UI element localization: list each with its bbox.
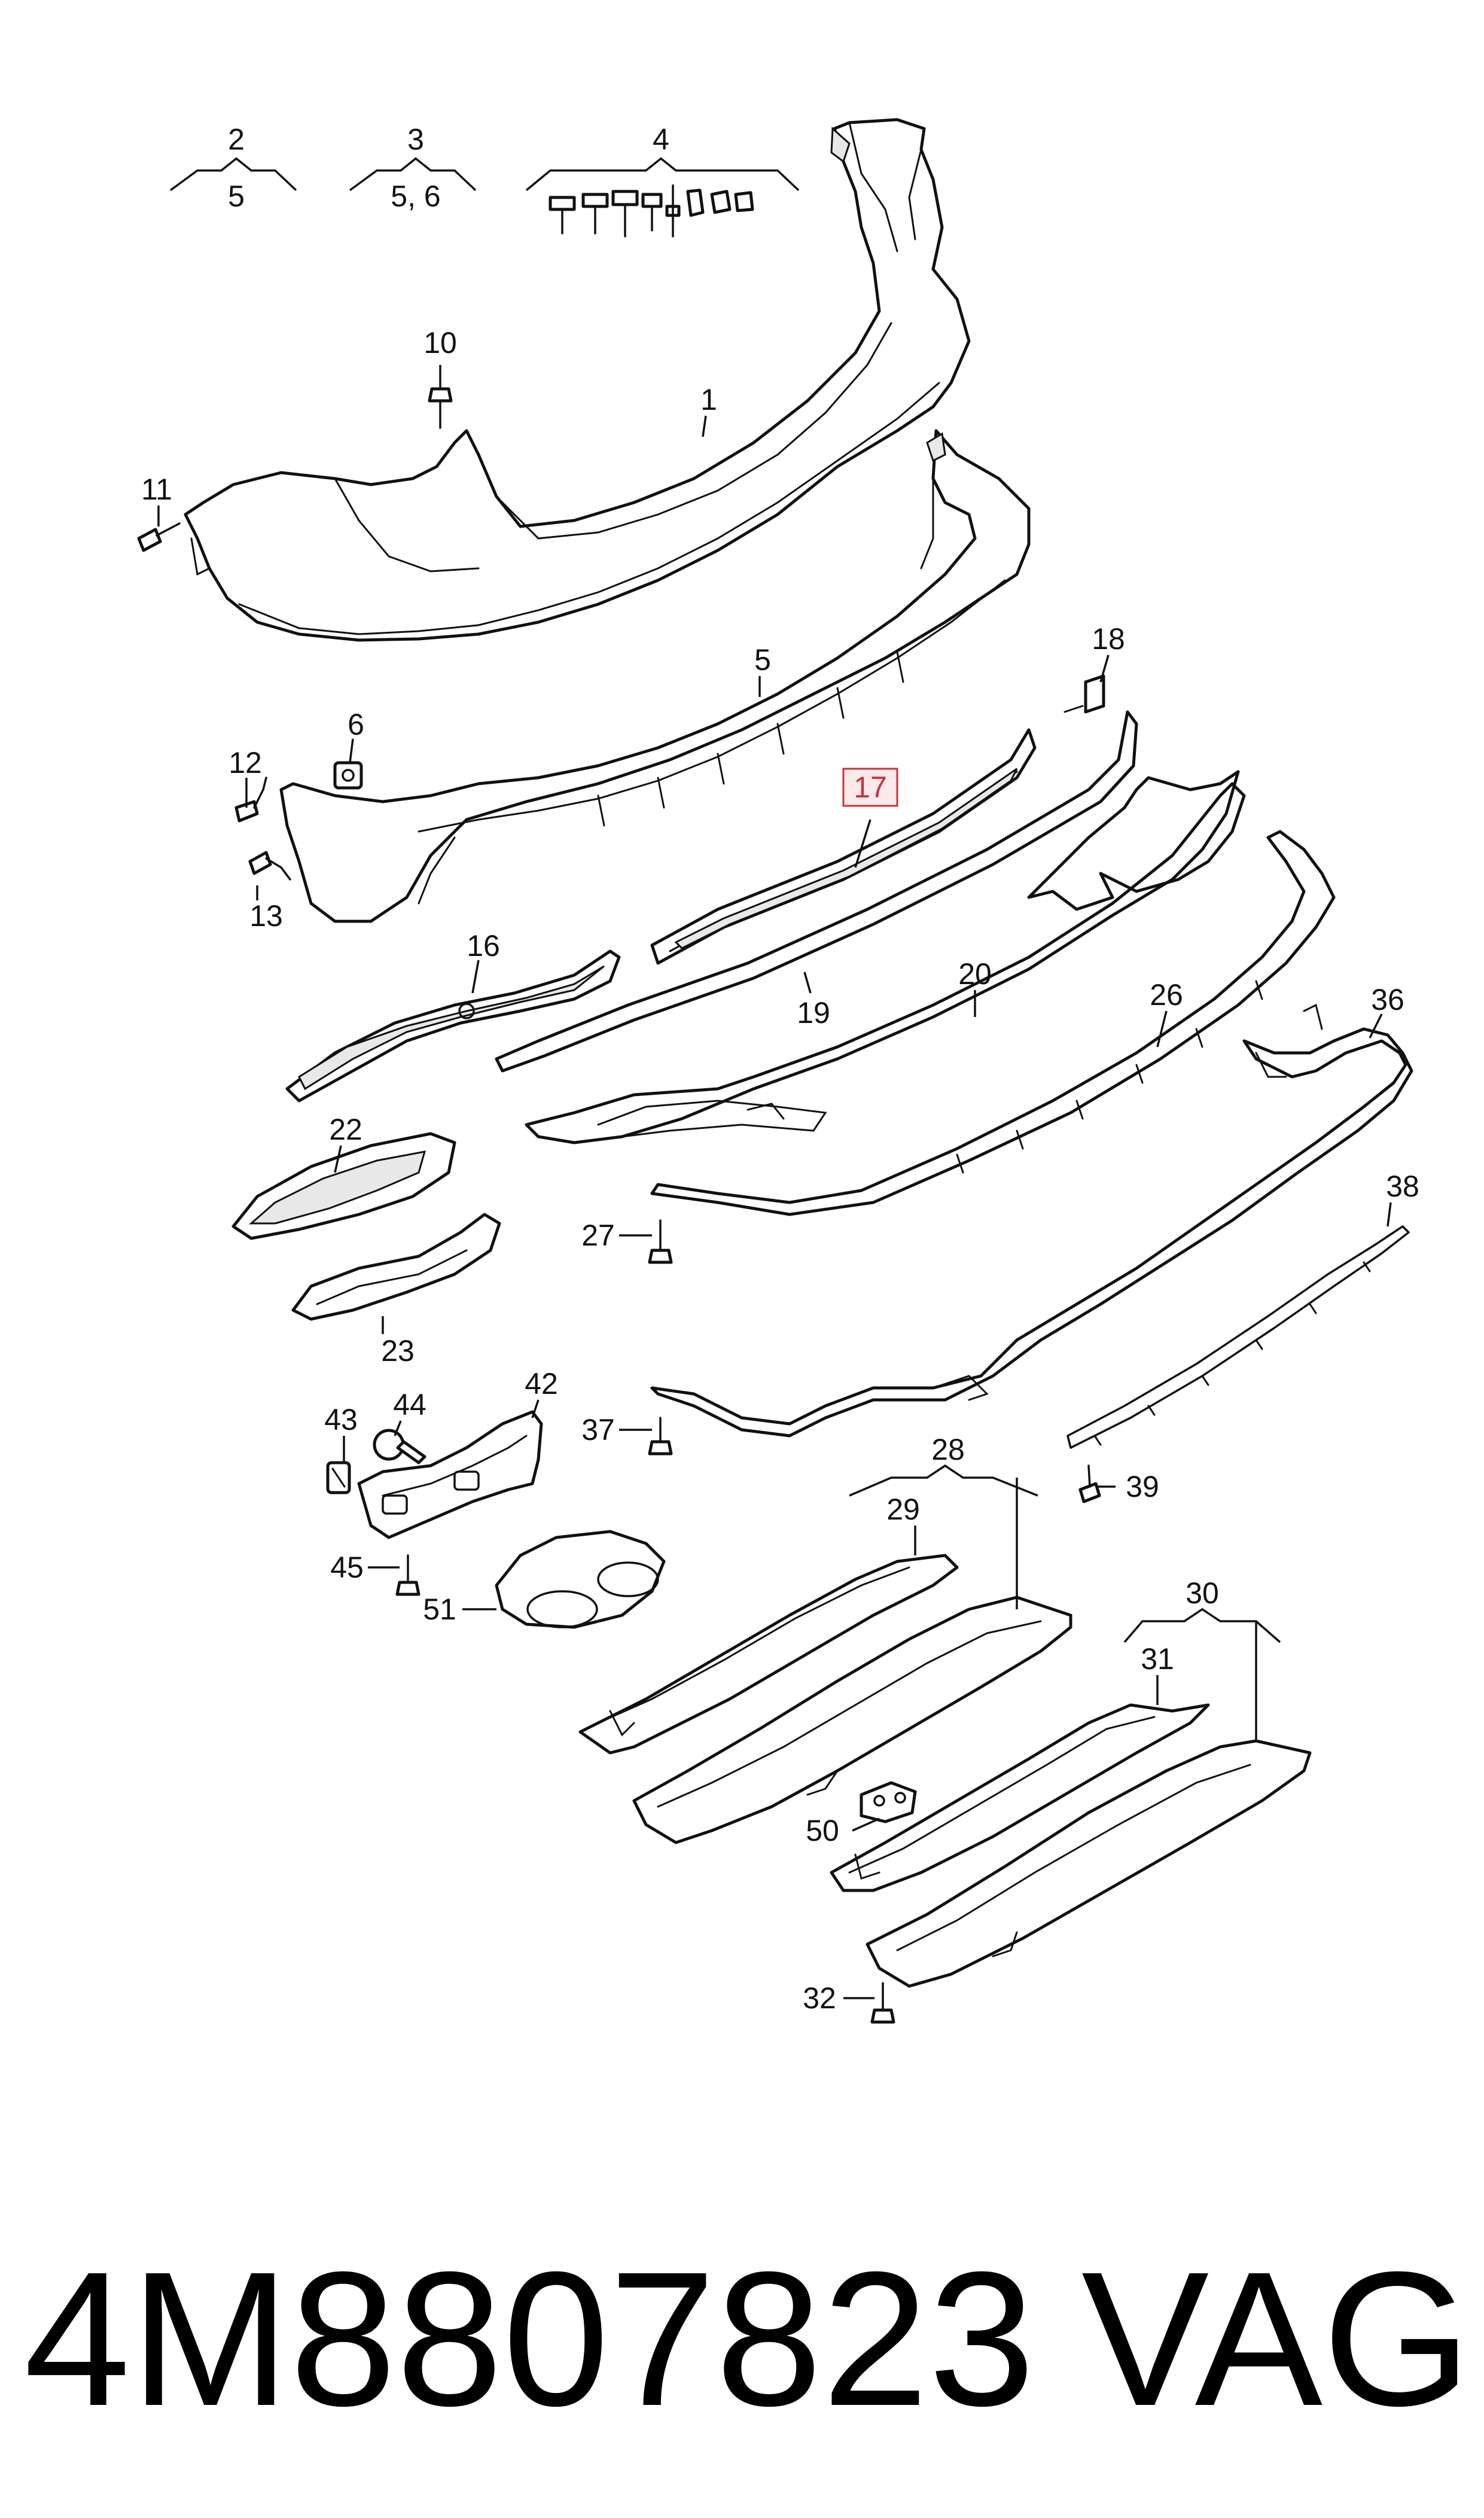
callout-17-highlight-box — [842, 768, 898, 807]
callout-29: 29 — [886, 1493, 920, 1526]
callout-16: 16 — [467, 929, 500, 963]
part-4-fastener-set — [548, 184, 754, 238]
callout-11: 11 — [141, 473, 172, 506]
fastener-set-clip-1 — [686, 188, 705, 217]
part-26-lower-trim — [650, 830, 1336, 1216]
callout-28: 28 — [931, 1433, 965, 1466]
part-20-diffuser — [525, 770, 1246, 1144]
part-19-trim-strip — [495, 710, 1138, 1073]
callout-4: 4 — [653, 123, 669, 156]
fastener-32 — [870, 1982, 895, 2024]
callout-51: 51 — [423, 1593, 456, 1626]
fastener-set-bolt-1 — [548, 196, 576, 235]
part-22-insert — [231, 1132, 456, 1240]
callout-2-sub: 5 — [228, 179, 245, 213]
callout-31: 31 — [1141, 1642, 1174, 1676]
callout-10: 10 — [423, 326, 457, 360]
callout-labels: 2 5 3 5, 6 4 10 1 11 18 5 6 12 17 13 16 … — [141, 123, 1419, 2015]
fastener-set-bolt-5 — [665, 184, 681, 238]
fastener-set-bolt-2 — [581, 193, 609, 235]
fastener-13 — [248, 851, 291, 881]
callout-1: 1 — [700, 383, 717, 416]
part-6-clip-nut — [333, 761, 363, 790]
callout-30: 30 — [1186, 1576, 1219, 1610]
part-31-underbody-panel — [830, 1703, 1210, 1892]
callout-44: 44 — [393, 1388, 426, 1421]
part-43-clip — [326, 1461, 351, 1494]
callout-20: 20 — [958, 957, 992, 991]
part-51-exhaust-tip — [495, 1530, 666, 1629]
fastener-set-bolt-4 — [641, 193, 663, 232]
callout-45: 45 — [330, 1551, 364, 1584]
callout-27: 27 — [581, 1219, 615, 1252]
brand-label: VAG — [1081, 2231, 1471, 2446]
fastener-10 — [428, 387, 453, 429]
callout-6: 6 — [348, 708, 364, 741]
part-28-underbody-panel — [632, 1596, 1072, 1844]
callout-23: 23 — [381, 1334, 415, 1368]
part-18-clip — [1064, 674, 1105, 714]
callout-36: 36 — [1371, 983, 1404, 1016]
fastener-39 — [1078, 1464, 1101, 1503]
fastener-set-clip-2 — [710, 190, 732, 214]
part-23-trim — [291, 1213, 501, 1321]
part-number: 4M8807823 — [24, 2231, 1035, 2446]
callout-43: 43 — [324, 1403, 358, 1436]
fastener-set-bolt-3 — [611, 190, 639, 238]
part-17-grille-strip — [650, 728, 1037, 965]
callout-13: 13 — [249, 899, 283, 933]
callout-38: 38 — [1386, 1170, 1419, 1203]
callout-50: 50 — [806, 1814, 839, 1847]
fastener-37 — [648, 1417, 673, 1456]
callout-18: 18 — [1092, 622, 1125, 656]
part-36-lower-valance — [650, 1003, 1413, 1438]
fastener-set-clip-3 — [734, 191, 754, 212]
part-1-bumper-cover — [184, 118, 971, 642]
callout-3-sub: 5, 6 — [391, 179, 440, 213]
fastener-27 — [648, 1219, 673, 1264]
part-29-underbody-panel — [578, 1554, 959, 1755]
callout-3: 3 — [407, 123, 424, 156]
callout-12: 12 — [228, 746, 262, 780]
callout-32: 32 — [803, 1981, 836, 2015]
part-44-screw — [373, 1429, 426, 1464]
callout-37: 37 — [581, 1413, 615, 1447]
callout-2: 2 — [228, 123, 245, 156]
fastener-11 — [137, 522, 181, 552]
callout-26: 26 — [1150, 978, 1183, 1012]
fastener-12 — [234, 777, 267, 823]
part-16-side-grille — [285, 949, 621, 1103]
callout-5: 5 — [754, 643, 771, 677]
callout-17: 17 — [854, 771, 887, 804]
fastener-45 — [395, 1554, 420, 1596]
callout-22: 22 — [329, 1113, 362, 1146]
part-5-lower-bumper-section — [279, 429, 1031, 923]
part-50-bracket — [860, 1781, 917, 1823]
part-38-lower-strip — [1066, 1225, 1410, 1449]
part-42-bracket — [357, 1410, 543, 1539]
callout-42: 42 — [525, 1367, 558, 1400]
leader-lines — [157, 157, 1392, 1999]
callout-39: 39 — [1126, 1470, 1159, 1503]
callout-19: 19 — [797, 996, 830, 1030]
part-30-underbody-panel — [866, 1739, 1312, 1988]
